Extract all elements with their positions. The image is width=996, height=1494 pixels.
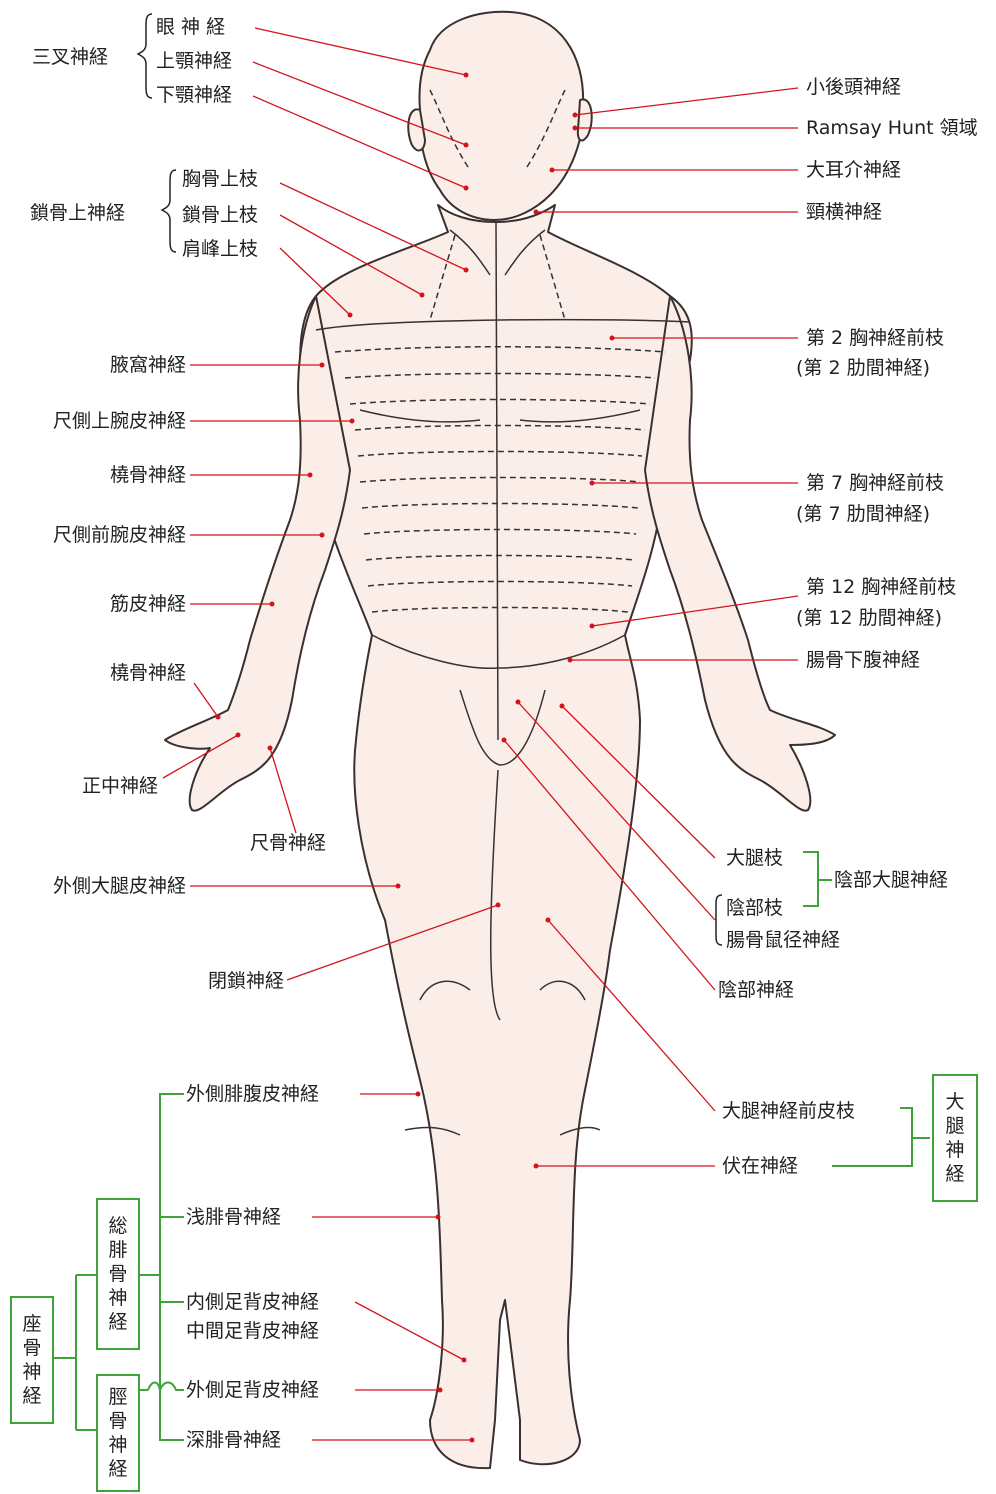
label-acromial-branch: 肩峰上枝 <box>182 238 258 260</box>
box-common-peroneal-char: 神 <box>108 1286 127 1310</box>
label-genitofemoral: 陰部大腿神経 <box>834 869 948 891</box>
box-common-peroneal-nerve: 総 腓 骨 神 経 <box>96 1198 140 1350</box>
label-medial-antebrachial-cutaneous: 尺側前腕皮神経 <box>53 524 186 546</box>
box-common-peroneal-char: 経 <box>108 1310 127 1334</box>
box-femoral-char: 大 <box>945 1090 964 1114</box>
box-sciatic-char: 骨 <box>22 1336 41 1360</box>
label-mandibular: 下顎神経 <box>156 84 232 106</box>
box-femoral-nerve: 大 腿 神 経 <box>932 1074 978 1202</box>
label-sternal-branch: 胸骨上枝 <box>182 168 258 190</box>
label-t7-line2: (第 7 肋間神経) <box>796 503 930 525</box>
label-axillary: 腋窩神経 <box>110 354 186 376</box>
label-radial-hand: 橈骨神経 <box>110 662 186 684</box>
label-musculocutaneous: 筋皮神経 <box>110 593 186 615</box>
label-obturator: 閉鎖神経 <box>208 970 284 992</box>
box-sciatic-char: 神 <box>22 1360 41 1384</box>
box-femoral-char: 神 <box>945 1138 964 1162</box>
box-sciatic-char: 経 <box>22 1384 41 1408</box>
label-trigeminal: 三叉神経 <box>32 46 108 68</box>
label-ramsay-hunt: Ramsay Hunt 領域 <box>806 117 978 139</box>
body-outline <box>165 12 835 1468</box>
label-radial-upper: 橈骨神経 <box>110 464 186 486</box>
label-t2-line1: 第 2 胸神経前枝 <box>806 327 944 349</box>
label-pudendal: 陰部神経 <box>718 979 794 1001</box>
label-t2-line2: (第 2 肋間神経) <box>796 357 930 379</box>
label-genital-branch: 陰部枝 <box>726 897 783 919</box>
label-clavicular-branch: 鎖骨上枝 <box>182 204 258 226</box>
label-medial-brachial-cutaneous: 尺側上腕皮神経 <box>53 410 186 432</box>
box-tibial-char: 経 <box>108 1457 127 1481</box>
label-ulnar: 尺骨神経 <box>250 832 326 854</box>
label-lesser-occipital: 小後頭神経 <box>806 76 901 98</box>
label-anterior-femoral-cutaneous: 大腿神経前皮枝 <box>722 1100 855 1122</box>
box-tibial-char: 脛 <box>108 1385 127 1409</box>
label-transverse-cervical: 頸横神経 <box>806 201 882 223</box>
box-tibial-nerve: 脛 骨 神 経 <box>96 1374 140 1492</box>
label-ophthalmic: 眼 神 経 <box>156 16 225 38</box>
box-common-peroneal-char: 骨 <box>108 1262 127 1286</box>
box-common-peroneal-char: 腓 <box>108 1238 127 1262</box>
box-sciatic-nerve: 座 骨 神 経 <box>10 1296 54 1424</box>
label-lateral-dorsal-cutaneous: 外側足背皮神経 <box>186 1379 319 1401</box>
label-iliohypogastric: 腸骨下腹神経 <box>806 649 920 671</box>
label-medial-dorsal-cutaneous: 内側足背皮神経 <box>186 1291 319 1313</box>
label-superficial-peroneal: 浅腓骨神経 <box>186 1206 281 1228</box>
label-lateral-femoral-cutaneous: 外側大腿皮神経 <box>53 875 186 897</box>
label-t7-line1: 第 7 胸神経前枝 <box>806 472 944 494</box>
label-maxillary: 上顎神経 <box>156 50 232 72</box>
box-tibial-char: 骨 <box>108 1409 127 1433</box>
box-common-peroneal-char: 総 <box>108 1214 127 1238</box>
label-intermediate-dorsal-cutaneous: 中間足背皮神経 <box>186 1320 319 1342</box>
box-femoral-char: 腿 <box>945 1114 964 1138</box>
label-femoral-branch: 大腿枝 <box>726 847 783 869</box>
label-ilioinguinal: 腸骨鼠径神経 <box>726 929 840 951</box>
label-great-auricular: 大耳介神経 <box>806 159 901 181</box>
label-t12-line1: 第 12 胸神経前枝 <box>806 576 956 598</box>
box-tibial-char: 神 <box>108 1433 127 1457</box>
label-t12-line2: (第 12 肋間神経) <box>796 607 942 629</box>
label-saphenous: 伏在神経 <box>722 1155 798 1177</box>
box-femoral-char: 経 <box>945 1162 964 1186</box>
label-median: 正中神経 <box>82 775 158 797</box>
label-lateral-sural-cutaneous: 外側腓腹皮神経 <box>186 1083 319 1105</box>
label-deep-peroneal: 深腓骨神経 <box>186 1429 281 1451</box>
box-sciatic-char: 座 <box>22 1312 41 1336</box>
label-supraclavicular: 鎖骨上神経 <box>30 202 125 224</box>
